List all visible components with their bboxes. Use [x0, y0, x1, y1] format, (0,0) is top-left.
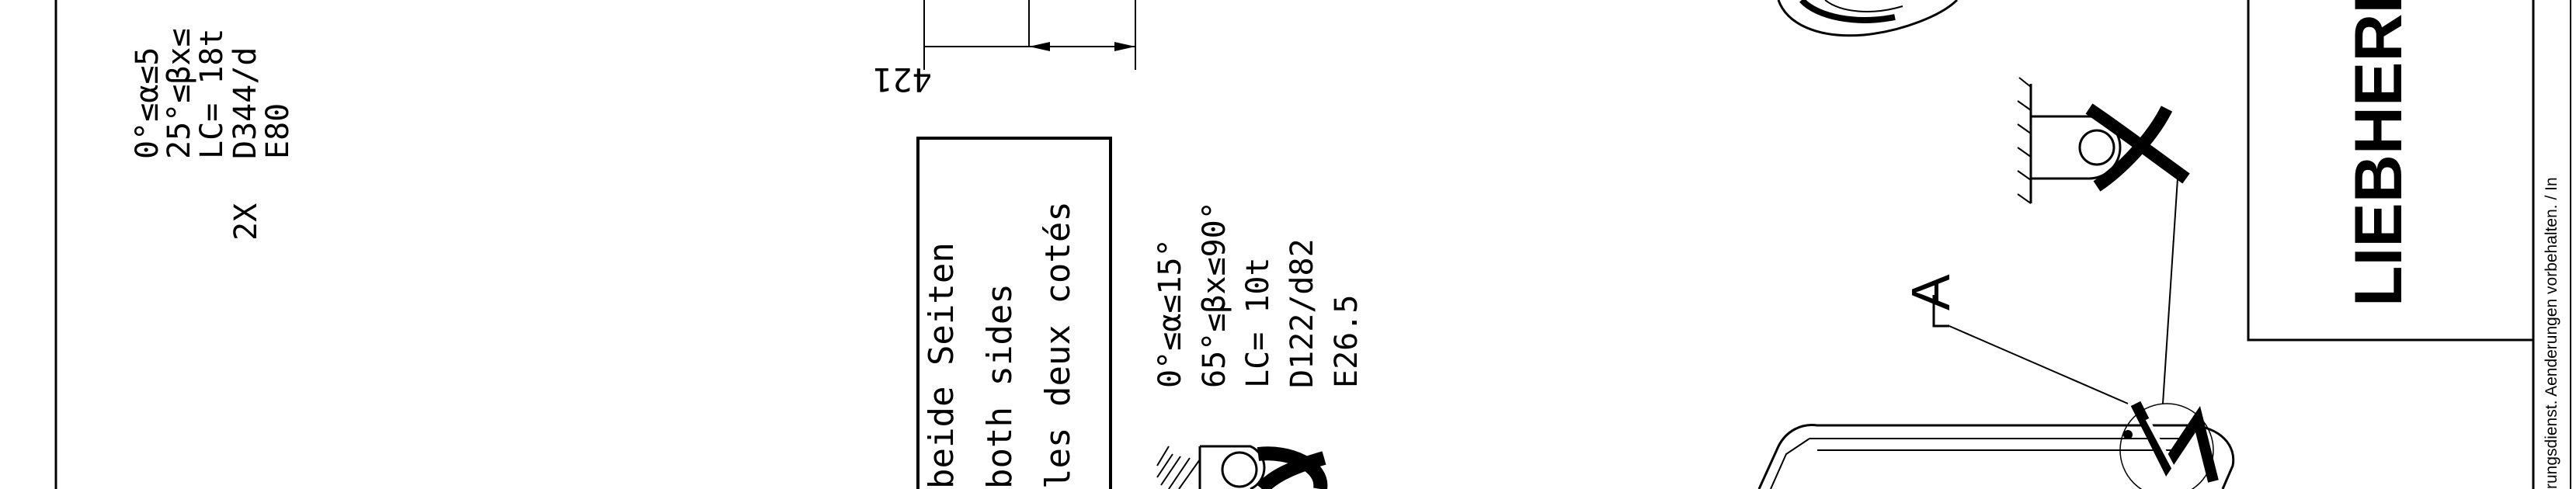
- shackle-detail-top: [1777, 0, 1959, 37]
- brand-logo: LIEBHERR: [2341, 0, 2416, 307]
- spec-line: E80: [260, 103, 296, 159]
- drawing-frame: [54, 0, 2571, 489]
- lifted-object-outline: [1757, 401, 2235, 489]
- footer-note-text: rungsdienst. Aenderungen vorbehalten. / …: [2543, 177, 2560, 489]
- spec-count: 2X: [228, 203, 264, 241]
- footer-note: rungsdienst. Aenderungen vorbehalten. / …: [2543, 177, 2560, 489]
- anchor-point-symbol: [1156, 445, 1328, 489]
- note-box: beide Seiten both sides les deux cotés: [916, 137, 1112, 489]
- spec-line: 25°≤βx≤: [162, 28, 197, 159]
- detail-letter: A: [1900, 274, 1961, 310]
- title-block: LIEBHERR: [2247, 0, 2533, 342]
- middle-spec: 0°≤α≤15° 65°≤βx≤90° LC= 10t D122/d82 E26…: [1152, 201, 1364, 388]
- note-line-de: beide Seiten: [922, 242, 961, 489]
- spec-line: 65°≤βx≤90°: [1197, 201, 1232, 388]
- spec-line: D344/d: [228, 47, 263, 160]
- anchor-point-symbol-right: [2017, 77, 2190, 204]
- spec-line: 0°≤α≤15°: [1152, 238, 1188, 388]
- sling-lines: [1949, 166, 2179, 404]
- note-line-fr: les deux cotés: [1038, 201, 1078, 489]
- spec-line: D122/d82: [1285, 238, 1320, 388]
- top-left-spec: 2X 0°≤α≤5 25°≤βx≤ LC= 18t D344/d E80: [130, 28, 296, 241]
- dimension-value: 421: [873, 61, 932, 99]
- spec-line: 0°≤α≤5: [130, 47, 165, 160]
- spec-line: LC= 18t: [194, 28, 230, 159]
- detail-label-a: A: [1900, 274, 1961, 328]
- note-line-en: both sides: [980, 283, 1020, 489]
- spec-line: LC= 10t: [1240, 257, 1276, 388]
- spec-line: E26.5: [1329, 295, 1364, 388]
- dimension-421: 421: [873, 0, 1136, 99]
